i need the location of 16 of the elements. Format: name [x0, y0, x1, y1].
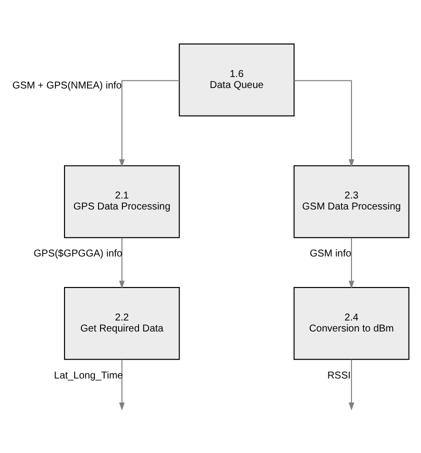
node-box: 2.1 GPS Data Processing — [64, 164, 180, 238]
arrow — [348, 236, 354, 288]
arrow — [119, 80, 180, 167]
node-box: 2.2 Get Required Data — [64, 286, 180, 360]
arrow — [119, 358, 125, 410]
node-box: 1.6 Data Queue — [178, 43, 295, 116]
arrow — [294, 80, 354, 167]
arrow — [348, 358, 354, 410]
edge-label: GSM info — [310, 248, 352, 260]
edge-label: GSM + GPS(NMEA) info — [12, 80, 122, 91]
edge-label: Lat_Long_Time — [54, 370, 123, 381]
node-box: 2.4 Conversion to dBm — [294, 286, 410, 360]
node-box: 2.3 GSM Data Processing — [294, 164, 410, 238]
arrow — [119, 236, 125, 288]
edge-label: RSSI — [327, 370, 351, 381]
edge-label: GPS($GPGGA) info — [34, 248, 122, 260]
